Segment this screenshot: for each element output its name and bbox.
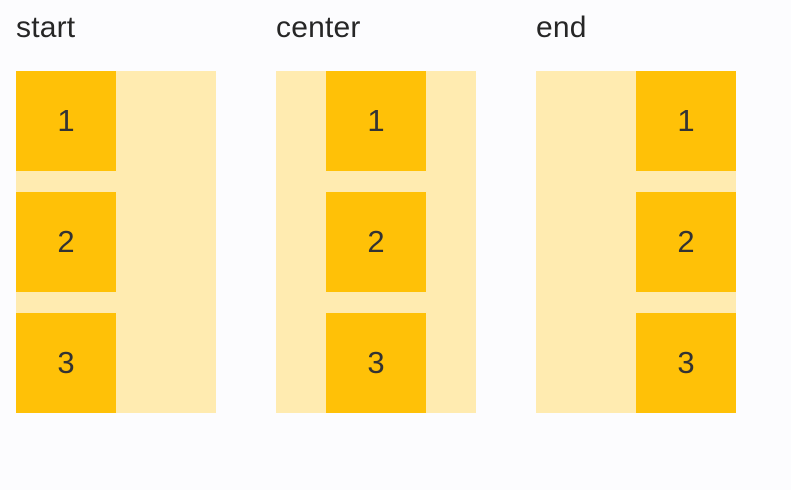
demo-center: center 1 2 3 <box>276 10 476 413</box>
flex-item: 3 <box>326 313 426 413</box>
demo-end-label: end <box>536 11 587 44</box>
flex-item: 2 <box>326 192 426 292</box>
demo-end-container: 1 2 3 <box>536 71 736 413</box>
demo-center-container: 1 2 3 <box>276 71 476 413</box>
flex-item: 3 <box>636 313 736 413</box>
demo-start-label: start <box>16 11 76 44</box>
flex-item: 1 <box>326 71 426 171</box>
demo-end: end 1 2 3 <box>536 10 736 413</box>
flex-item: 1 <box>16 71 116 171</box>
demo-start-container: 1 2 3 <box>16 71 216 413</box>
flex-item: 3 <box>16 313 116 413</box>
flex-item: 2 <box>636 192 736 292</box>
demo-center-label: center <box>276 11 361 44</box>
flex-item: 2 <box>16 192 116 292</box>
alignment-demos: start 1 2 3 center 1 2 3 end 1 2 3 <box>16 10 736 413</box>
flex-item: 1 <box>636 71 736 171</box>
demo-start: start 1 2 3 <box>16 10 216 413</box>
